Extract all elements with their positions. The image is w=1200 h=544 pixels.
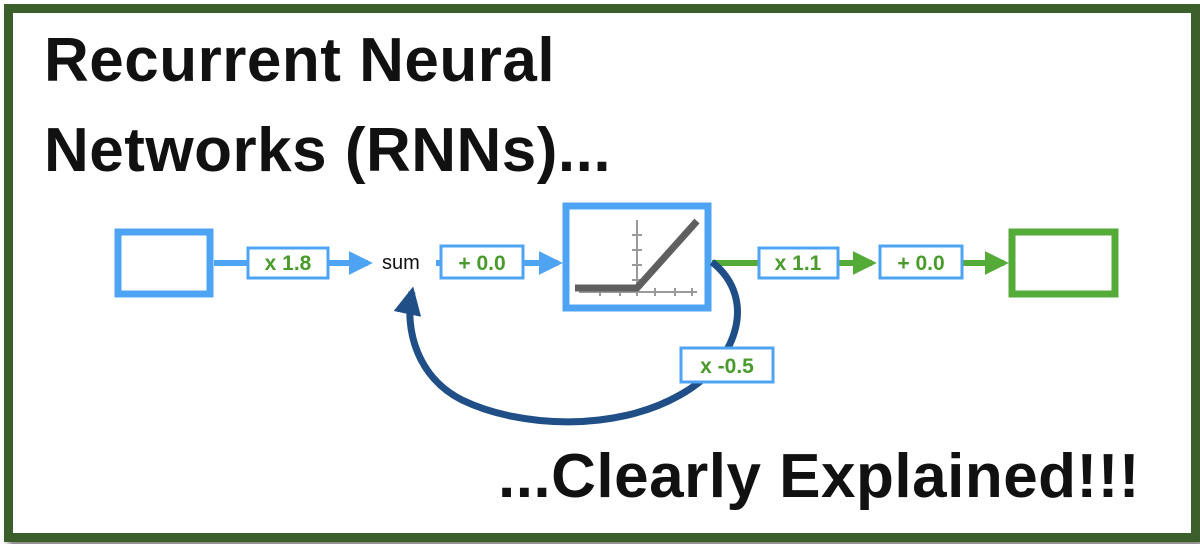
output-weight-box — [757, 246, 840, 280]
bias-label: + 0.0 — [458, 252, 505, 275]
title-line-1: Recurrent Neural — [44, 26, 556, 95]
feedback-weight-box — [679, 346, 775, 384]
relu-curve — [575, 218, 700, 292]
output-node — [1008, 228, 1119, 298]
input-weight-label: x 1.8 — [265, 252, 312, 275]
feedback-loop-edge — [393, 259, 741, 426]
output-weight-label: x 1.1 — [775, 252, 822, 275]
bias-box — [439, 244, 525, 280]
subtitle: ...Clearly Explained!!! — [497, 442, 1140, 511]
sum-label: sum — [382, 252, 420, 274]
output-bias-label: + 0.0 — [897, 252, 944, 275]
title-line-2: Networks (RNNs)... — [44, 116, 612, 185]
activation-node — [562, 202, 712, 312]
input-weight-box — [246, 246, 330, 280]
input-node — [114, 228, 214, 298]
output-bias-box — [878, 244, 964, 280]
feedback-weight-label: x -0.5 — [700, 355, 754, 378]
